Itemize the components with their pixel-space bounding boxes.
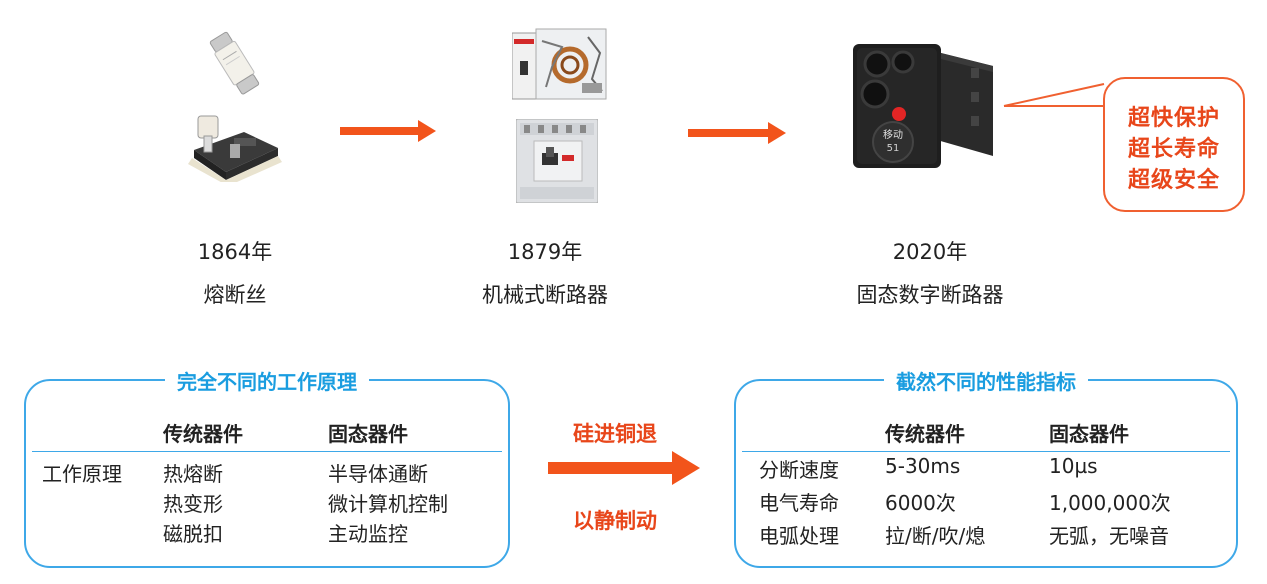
working-principle-panel: 完全不同的工作原理 [24, 370, 510, 568]
left-solid-state-item: 半导体通断 [328, 462, 428, 486]
right-row-traditional: 6000次 [885, 491, 956, 515]
right-row-solid-state: 10µs [1049, 454, 1098, 478]
fuse-cartridge-image [209, 31, 260, 95]
working-principle-title-wrap: 完全不同的工作原理 [26, 366, 508, 395]
callout-line-long-life: 超长寿命 [1127, 137, 1220, 162]
working-principle-title: 完全不同的工作原理 [165, 370, 369, 394]
right-row-label: 电气寿命 [759, 491, 839, 515]
solid-state-breaker-image: 移动 51 [853, 44, 993, 168]
molded-case-breaker-image [516, 119, 598, 203]
middle-top-label: 硅进铜退 [573, 422, 657, 446]
right-header-solid-state: 固态器件 [1049, 422, 1129, 446]
performance-title-wrap: 截然不同的性能指标 [736, 366, 1236, 395]
callout-pointer [1003, 83, 1105, 107]
callout-line-safety: 超级安全 [1127, 168, 1220, 193]
middle-arrow [548, 451, 700, 485]
timeline-year-2020: 2020年 [892, 240, 968, 264]
performance-title: 截然不同的性能指标 [884, 370, 1088, 394]
right-row-traditional: 5-30ms [885, 454, 961, 478]
timeline-arrow-2 [688, 122, 786, 144]
feature-callout: 超快保护 超长寿命 超级安全 [1103, 77, 1245, 212]
callout-line-ultrafast: 超快保护 [1127, 106, 1220, 131]
left-header-traditional: 传统器件 [163, 422, 243, 446]
performance-panel: 截然不同的性能指标 [734, 370, 1238, 568]
left-solid-state-item: 主动监控 [328, 522, 408, 546]
left-row-label: 工作原理 [42, 462, 122, 486]
left-traditional-item: 磁脱扣 [163, 522, 223, 546]
right-row-solid-state: 无弧，无噪音 [1049, 524, 1169, 548]
right-header-traditional: 传统器件 [885, 422, 965, 446]
right-row-solid-state: 1,000,000次 [1049, 491, 1171, 515]
left-solid-state-item: 微计算机控制 [328, 492, 448, 516]
left-traditional-item: 热变形 [163, 492, 223, 516]
device-brand-label: 移动 [883, 128, 903, 141]
timeline-name-fuse: 熔断丝 [203, 283, 267, 307]
timeline-name-solid-state-breaker: 固态数字断路器 [856, 283, 1004, 307]
timeline-year-1864: 1864年 [197, 240, 273, 264]
timeline-name-mechanical-breaker: 机械式断路器 [482, 283, 608, 307]
right-row-traditional: 拉/断/吹/熄 [885, 524, 986, 548]
right-row-label: 电弧处理 [759, 524, 839, 548]
right-row-label: 分断速度 [759, 458, 839, 482]
knife-switch-image [188, 115, 282, 182]
timeline-arrow-1 [340, 120, 436, 142]
device-model-label: 51 [887, 143, 900, 154]
middle-bottom-label: 以静制动 [573, 509, 657, 533]
miniature-breaker-image [512, 28, 607, 100]
timeline-year-1879: 1879年 [507, 240, 583, 264]
right-header-divider [742, 451, 1230, 452]
left-traditional-item: 热熔断 [163, 462, 223, 486]
left-header-divider [32, 451, 502, 452]
left-header-solid-state: 固态器件 [328, 422, 408, 446]
